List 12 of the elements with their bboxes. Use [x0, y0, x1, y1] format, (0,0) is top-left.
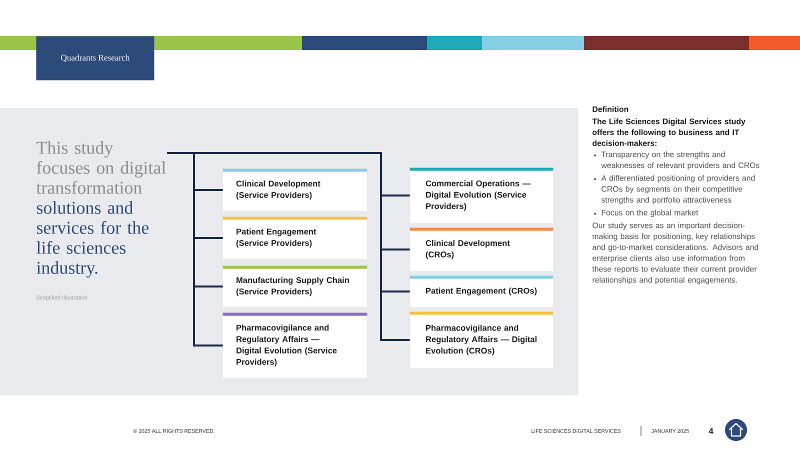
header-tab: Quadrants Research: [36, 36, 154, 80]
topic-box: Clinical Development (Service Providers): [222, 168, 368, 211]
topic-box: Clinical Development (CROs): [410, 228, 554, 271]
topic-box: Patient Engagement (CROs): [410, 276, 554, 307]
topic-box: Pharmacovigilance and Regulatory Affairs — Digital Evolution (CROs): [410, 312, 554, 368]
topic-box: Patient Engagement (Service Providers): [222, 216, 368, 259]
topic-box: Manufacturing Supply Chain (Service Providers): [222, 266, 368, 307]
topic-box: Commercial Operations — Digital Evolution (Service Providers): [410, 168, 554, 223]
topic-box: Pharmacovigilance and Regulatory Affairs — Digital Evolution (Service Providers): [222, 312, 368, 378]
intro-statement: This study focuses on digital transformation solutions and services for the life sciences industry.: [36, 141, 166, 278]
connector: [167, 152, 410, 341]
page-number: 4: [708, 428, 714, 434]
